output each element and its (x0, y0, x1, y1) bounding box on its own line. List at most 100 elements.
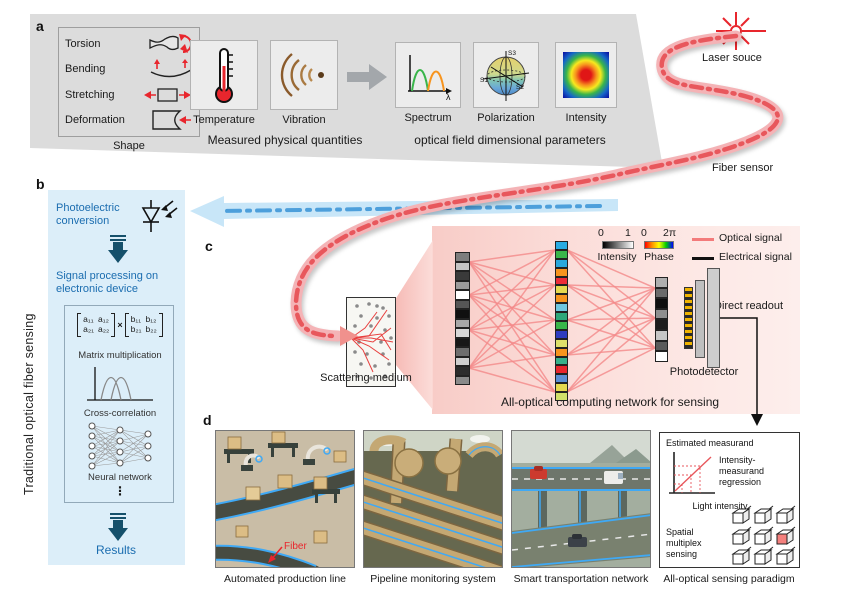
electrical-signal-swatch (692, 257, 714, 260)
output-intensity-column (655, 277, 668, 362)
intensity-label: Intensity (565, 112, 607, 124)
panel-a-label: a (36, 18, 44, 34)
flow-arrow-icon (347, 64, 387, 90)
spectrum-icon: λ (408, 55, 452, 100)
spectrum-card: λ (395, 42, 461, 108)
lambda-label: λ (446, 92, 451, 100)
scene-automated-production: Fiber (215, 430, 355, 568)
scene-pipeline-monitoring (363, 430, 503, 568)
sensing-cube-icon (753, 526, 774, 545)
matrix-times: × (117, 319, 123, 330)
optical-signal-label: Optical signal (719, 232, 783, 244)
panel-b-label: b (36, 176, 45, 192)
spatial-multiplex-cubes (730, 505, 796, 567)
panel-a: Torsion Bending Stretching (30, 14, 663, 168)
matrix-caption: Matrix multiplication (78, 350, 162, 361)
matrix-a22: a₂₂ (98, 324, 110, 335)
electrical-signal-label: Electrical signal (719, 251, 792, 263)
vehicles (530, 466, 623, 547)
signal-processing-label: Signal processing on electronic device (56, 270, 159, 295)
down-arrow-icon (108, 235, 128, 263)
s1-label: S1 (480, 77, 488, 84)
shape-row-stretching: Stretching (65, 83, 193, 107)
intensity-spot-icon (563, 52, 609, 98)
neural-network-caption: Neural network (88, 472, 152, 483)
sensing-cube-icon (731, 526, 752, 545)
pipes (364, 435, 502, 567)
photodiode-icon (141, 200, 178, 232)
phase-colorbar (644, 241, 674, 249)
boxes (227, 431, 347, 544)
panel-b-side-label: Traditional optical fiber sensing (22, 313, 36, 495)
stretching-icon (144, 88, 191, 102)
ellipsis: ⋮ (114, 484, 126, 498)
polarization-label: Polarization (477, 112, 535, 124)
thermometer-icon (215, 48, 233, 103)
sensing-cube-icon (775, 546, 796, 566)
down-arrow-icon (108, 513, 128, 541)
optical-signal-swatch (692, 238, 714, 241)
electrical-return-arrow (190, 196, 618, 227)
deformation-icon (152, 110, 191, 130)
sensing-cube-icon (775, 505, 796, 524)
phase-colorbar-label: Phase (644, 251, 674, 263)
laser-label: Laser souce (702, 52, 762, 64)
scene-2-caption: Pipeline monitoring system (370, 573, 496, 585)
sensing-cube-icon (753, 546, 774, 566)
photodetector-label: Photodetector (669, 366, 739, 378)
shape-row-torsion: Torsion (65, 32, 193, 56)
bending-label: Bending (65, 63, 106, 76)
scene-1-caption: Automated production line (224, 573, 346, 585)
fiber-annotation: Fiber (284, 541, 307, 552)
matrix-a12: a₁₂ (98, 314, 109, 324)
fiber-sensor-label: Fiber sensor (712, 162, 774, 174)
matrix-b11: b₁₁ (130, 314, 142, 324)
intensity-colorbar (602, 241, 634, 249)
intensity-min: 0 (598, 227, 604, 239)
paradigm-caption: All-optical sensing paradigm (663, 573, 795, 585)
scene-3-caption: Smart transportation network (513, 573, 649, 585)
sensing-cube-icon (753, 505, 774, 524)
polarization-card: S3 S1 S2 (473, 42, 539, 108)
torsion-icon (149, 34, 192, 53)
regression-label: Intensity-measurand regression (719, 455, 765, 487)
processing-methods-box: a₁₁ a₁₂ a₂₁ a₂₂ × b₁₁ b₁₂ b₂₁ b₂₂ Matrix… (64, 305, 174, 503)
shape-row-deformation: Deformation (65, 108, 193, 132)
results-label: Results (95, 543, 136, 557)
matrix-a21: a₂₁ (83, 324, 95, 335)
optical-params-caption: optical field dimensional parameters (414, 133, 606, 147)
photodetector-plate (707, 268, 720, 368)
matrix-equation: a₁₁ a₁₂ a₂₁ a₂₂ × b₁₁ b₁₂ b₂₁ b₂₂ (65, 313, 175, 337)
matrix-b21: b₂₁ (130, 324, 142, 335)
all-optical-paradigm-box: Estimated measurand Intensity-measurand … (659, 432, 800, 568)
deformation-label: Deformation (65, 113, 125, 126)
panel-c-label: c (205, 238, 213, 254)
phase-max: 2π (663, 227, 677, 239)
scene-smart-transportation (511, 430, 651, 568)
s2-label: S2 (516, 84, 524, 91)
neural-network-icon (88, 422, 152, 470)
vibration-card (270, 40, 338, 110)
regression-plot (669, 452, 715, 494)
input-intensity-column (455, 252, 470, 385)
panel-d-label: d (203, 412, 212, 428)
conveyor-belts (216, 467, 354, 567)
production-line-illustration: Fiber (216, 431, 354, 567)
spatial-multiplex-label: Spatial multiplex sensing (666, 527, 702, 559)
stretching-label: Stretching (65, 88, 115, 101)
shape-row-bending: Bending (65, 57, 193, 81)
pipeline-illustration (364, 431, 502, 567)
vibration-label: Vibration (282, 114, 326, 126)
matrix-a11: a₁₁ (83, 314, 94, 324)
intensity-max: 1 (625, 227, 631, 239)
torsion-label: Torsion (65, 38, 101, 50)
shape-caption: Shape (113, 140, 145, 152)
robot-arms (243, 444, 328, 469)
shape-box: Torsion Bending Stretching (58, 27, 200, 137)
scattering-medium-label: Scattering medium (320, 372, 412, 384)
vibration-icon (280, 53, 324, 97)
sensing-cube-icon (731, 546, 752, 566)
direct-readout-label: Direct readout (714, 300, 784, 312)
matrix-b12: b₁₂ (145, 314, 157, 324)
